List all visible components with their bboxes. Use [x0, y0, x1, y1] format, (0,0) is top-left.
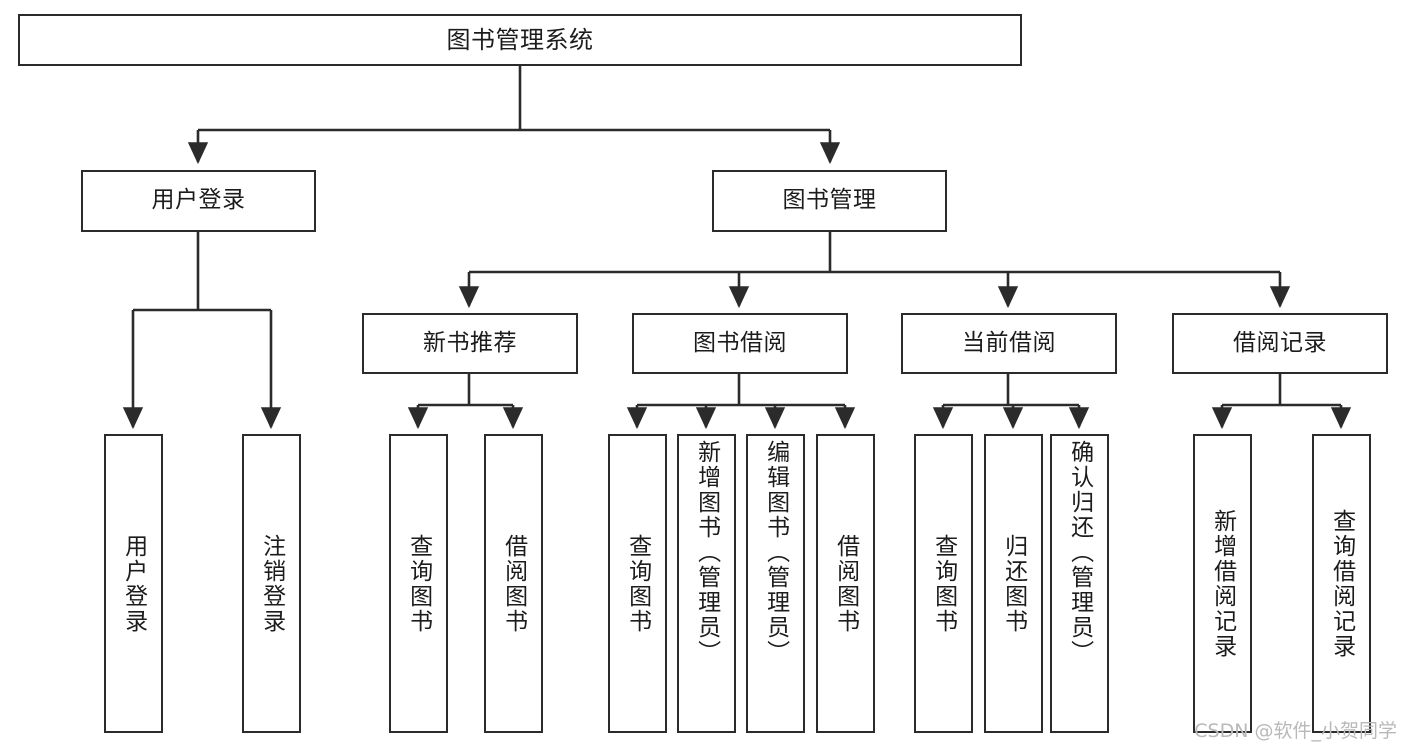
node-leaf-query-record-label: 查询借阅记录: [1328, 508, 1355, 659]
node-user-login[interactable]: 用户登录: [81, 170, 316, 232]
node-leaf-query-book-3-label: 查询图书: [930, 533, 957, 634]
node-current-borrow[interactable]: 当前借阅: [901, 313, 1117, 374]
node-book-borrow-label: 图书借阅: [693, 329, 787, 356]
node-leaf-query-book-3[interactable]: 查询图书: [914, 434, 973, 733]
node-leaf-user-login[interactable]: 用户登录: [104, 434, 163, 733]
node-leaf-confirm-return-label: 确认归还（管理员）: [1066, 440, 1093, 665]
node-leaf-query-book-2-label: 查询图书: [624, 533, 651, 634]
node-current-borrow-label: 当前借阅: [962, 329, 1056, 356]
node-leaf-query-book-1[interactable]: 查询图书: [389, 434, 448, 733]
node-leaf-borrow-book-1[interactable]: 借阅图书: [484, 434, 543, 733]
csdn-watermark: CSDN @软件_小贺同学: [1194, 720, 1397, 742]
node-leaf-borrow-book-2[interactable]: 借阅图书: [816, 434, 875, 733]
node-leaf-add-record-label: 新增借阅记录: [1209, 508, 1236, 659]
node-leaf-return-book[interactable]: 归还图书: [984, 434, 1043, 733]
node-borrow-record[interactable]: 借阅记录: [1172, 313, 1388, 374]
node-book-management-label: 图书管理: [782, 187, 877, 214]
node-leaf-edit-book[interactable]: 编辑图书（管理员）: [746, 434, 805, 733]
node-leaf-borrow-book-1-label: 借阅图书: [500, 533, 527, 634]
node-leaf-query-record[interactable]: 查询借阅记录: [1312, 434, 1371, 733]
node-root-book-management-system[interactable]: 图书管理系统: [18, 14, 1022, 66]
node-leaf-add-book[interactable]: 新增图书（管理员）: [677, 434, 736, 733]
node-leaf-confirm-return[interactable]: 确认归还（管理员）: [1050, 434, 1109, 733]
node-borrow-record-label: 借阅记录: [1233, 329, 1327, 356]
node-leaf-query-book-1-label: 查询图书: [405, 533, 432, 634]
node-leaf-edit-book-label: 编辑图书（管理员）: [762, 440, 789, 665]
node-book-borrow[interactable]: 图书借阅: [632, 313, 848, 374]
node-new-book-recommend[interactable]: 新书推荐: [362, 313, 578, 374]
node-leaf-borrow-book-2-label: 借阅图书: [832, 533, 859, 634]
node-leaf-user-logout[interactable]: 注销登录: [242, 434, 301, 733]
node-root-label: 图书管理系统: [446, 25, 594, 54]
node-leaf-user-logout-label: 注销登录: [258, 533, 285, 634]
node-leaf-user-login-label: 用户登录: [120, 533, 147, 634]
node-new-book-recommend-label: 新书推荐: [423, 329, 517, 356]
node-leaf-add-book-label: 新增图书（管理员）: [693, 440, 720, 665]
node-book-management[interactable]: 图书管理: [712, 170, 947, 232]
node-leaf-add-record[interactable]: 新增借阅记录: [1193, 434, 1252, 733]
node-user-login-label: 用户登录: [151, 187, 246, 214]
node-leaf-query-book-2[interactable]: 查询图书: [608, 434, 667, 733]
node-leaf-return-book-label: 归还图书: [1000, 533, 1027, 634]
